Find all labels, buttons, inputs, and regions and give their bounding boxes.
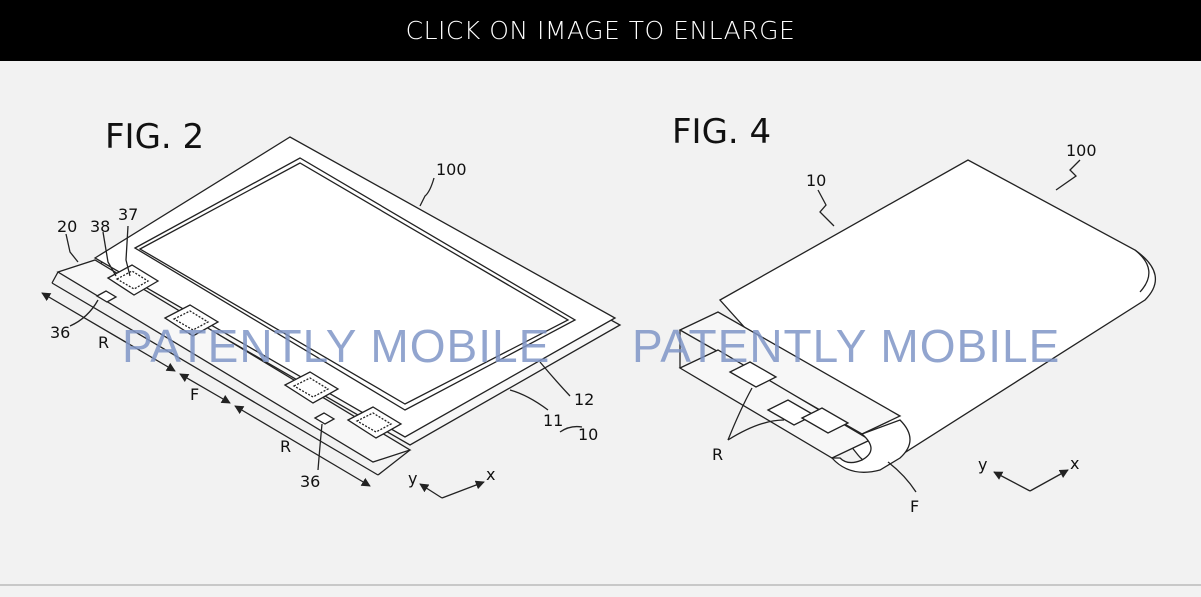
axis-y-label: y	[978, 455, 987, 474]
label-100: 100	[436, 160, 467, 179]
bottom-divider	[0, 584, 1201, 586]
leader-12	[539, 361, 571, 397]
leader-10	[559, 425, 583, 433]
enlarge-banner[interactable]: CLICK ON IMAGE TO ENLARGE	[0, 0, 1201, 61]
axis-x-arrow	[1029, 469, 1069, 492]
strip-right-edge	[377, 449, 411, 476]
label-37: 37	[118, 205, 138, 224]
label-R1: R	[98, 333, 109, 352]
leader-36a	[69, 299, 99, 327]
label-F: F	[910, 497, 919, 516]
axis-x-label: x	[1070, 454, 1079, 473]
pad-R	[800, 407, 850, 434]
leader-R1	[727, 387, 753, 441]
label-12: 12	[574, 390, 594, 409]
screen-area	[133, 157, 577, 411]
screen-inner-border	[138, 162, 570, 405]
label-36b: 36	[300, 472, 320, 491]
leader-11	[509, 389, 549, 411]
chip-pad	[163, 304, 220, 337]
leader-38	[102, 231, 117, 277]
label-100: 100	[1066, 141, 1097, 160]
leader-10	[817, 189, 835, 227]
chip-pad	[283, 371, 340, 404]
leader-20	[65, 233, 79, 263]
fold-F	[830, 419, 911, 473]
label-38: 38	[90, 217, 110, 236]
figure-2-title: FIG. 2	[105, 117, 204, 157]
label-10: 10	[806, 171, 826, 190]
leader-100	[1055, 159, 1081, 191]
figure-4: FIG. 4 100 10 R F y x	[672, 112, 1157, 516]
label-20: 20	[57, 217, 77, 236]
label-F: F	[190, 385, 199, 404]
axis-x-label: x	[486, 465, 495, 484]
label-36a: 36	[50, 323, 70, 342]
axis-y-arrow	[419, 483, 443, 499]
leader-100	[419, 177, 435, 207]
watermark-right: PATENTLY MOBILE	[632, 320, 1060, 372]
patent-figures[interactable]: FIG. 2	[0, 61, 1201, 584]
figure-2: FIG. 2	[41, 117, 622, 499]
strip-left-edge	[51, 271, 59, 284]
dimension-R1	[41, 292, 176, 372]
chip-pad	[106, 264, 160, 296]
axis-x-arrow	[441, 480, 485, 499]
label-R: R	[712, 445, 723, 464]
label-10: 10	[578, 425, 598, 444]
leader-F	[887, 461, 917, 493]
label-R2: R	[280, 437, 291, 456]
pad-R	[728, 361, 778, 388]
roll-curve-outer	[1134, 249, 1150, 293]
label-11: 11	[543, 411, 563, 430]
figure-4-title: FIG. 4	[672, 112, 771, 152]
leader-36b	[317, 423, 323, 471]
dimension-F	[179, 373, 231, 404]
dimension-R2	[234, 405, 371, 487]
leader-37	[125, 225, 131, 277]
watermark-left: PATENTLY MOBILE	[122, 320, 550, 372]
axis-y-arrow	[993, 471, 1031, 492]
axis-y-label: y	[408, 469, 417, 488]
leader-R2	[727, 419, 785, 441]
enlarge-banner-text: CLICK ON IMAGE TO ENLARGE	[405, 16, 796, 45]
